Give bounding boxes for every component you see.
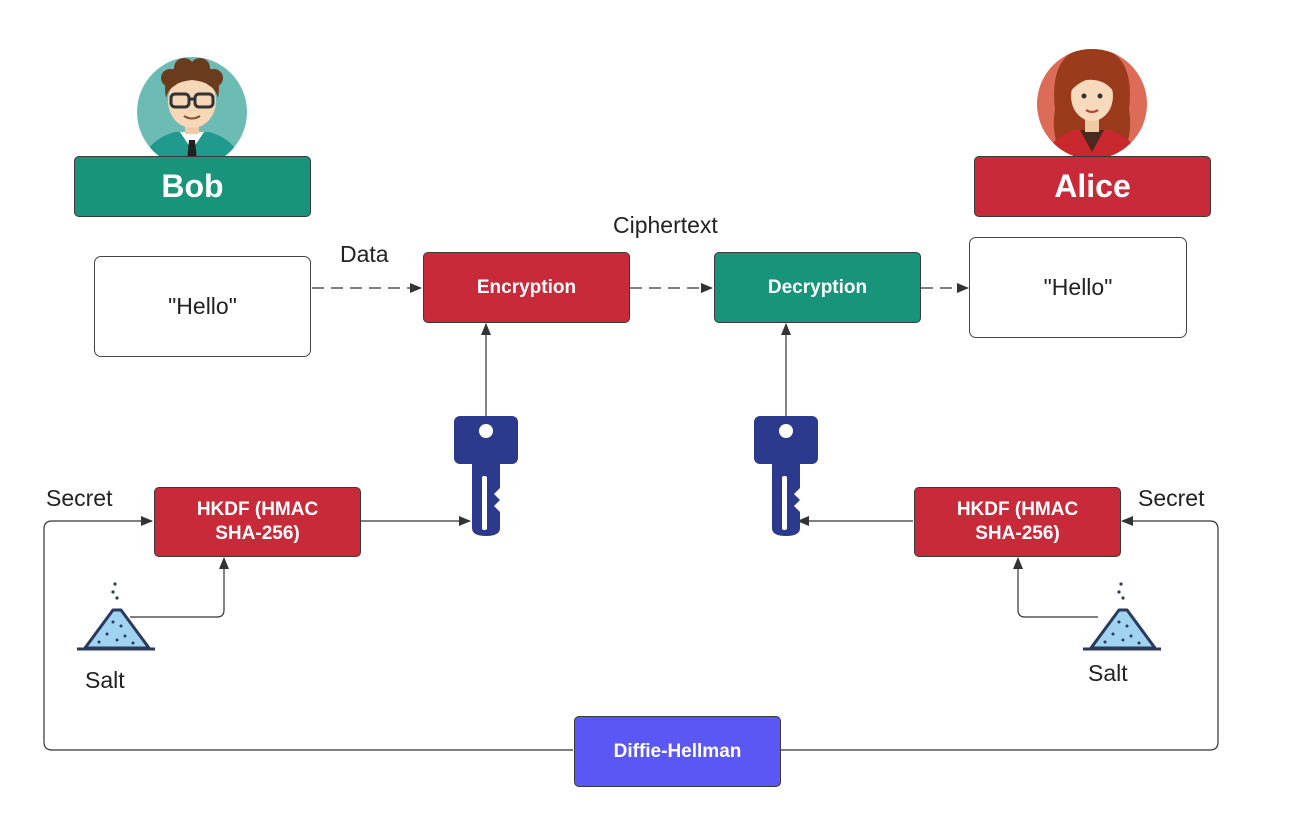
alice-name: Alice: [1054, 168, 1131, 204]
hkdf-left-box: HKDF (HMAC SHA-256): [154, 487, 361, 557]
decryption-label: Decryption: [767, 276, 868, 298]
salt-right-label: Salt: [1088, 660, 1128, 686]
salt-left-label: Salt: [85, 667, 125, 693]
decryption-box: Decryption: [714, 252, 921, 323]
secret-left-label: Secret: [46, 485, 113, 511]
hkdf-left-line1: HKDF (HMAC: [196, 499, 319, 521]
hkdf-right-line1: HKDF (HMAC: [956, 499, 1079, 521]
alice-message-box: "Hello": [969, 237, 1187, 338]
hkdf-left-line2: SHA-256): [215, 523, 300, 544]
key-icon: [754, 416, 818, 536]
data-label: Data: [340, 241, 389, 267]
bob-name: Bob: [161, 168, 224, 204]
bob-name-box: Bob: [74, 156, 311, 217]
salt-pile-icon: [77, 582, 155, 651]
hkdf-right-box: HKDF (HMAC SHA-256): [914, 487, 1121, 557]
secret-right-label: Secret: [1138, 485, 1205, 511]
alice-avatar-icon: [1037, 49, 1147, 159]
bob-message-box: "Hello": [94, 256, 311, 357]
encryption-label: Encryption: [476, 276, 577, 298]
key-icon: [454, 416, 518, 536]
ciphertext-label: Ciphertext: [613, 212, 718, 238]
hkdf-right-line2: SHA-256): [975, 523, 1060, 544]
diffie-hellman-label: Diffie-Hellman: [613, 740, 742, 762]
encryption-box: Encryption: [423, 252, 630, 323]
alice-message: "Hello": [1043, 274, 1113, 300]
salt-pile-icon: [1083, 582, 1161, 651]
diffie-hellman-box: Diffie-Hellman: [574, 716, 781, 787]
bob-avatar-icon: [137, 57, 247, 167]
bob-message: "Hello": [168, 293, 237, 319]
alice-name-box: Alice: [974, 156, 1211, 217]
